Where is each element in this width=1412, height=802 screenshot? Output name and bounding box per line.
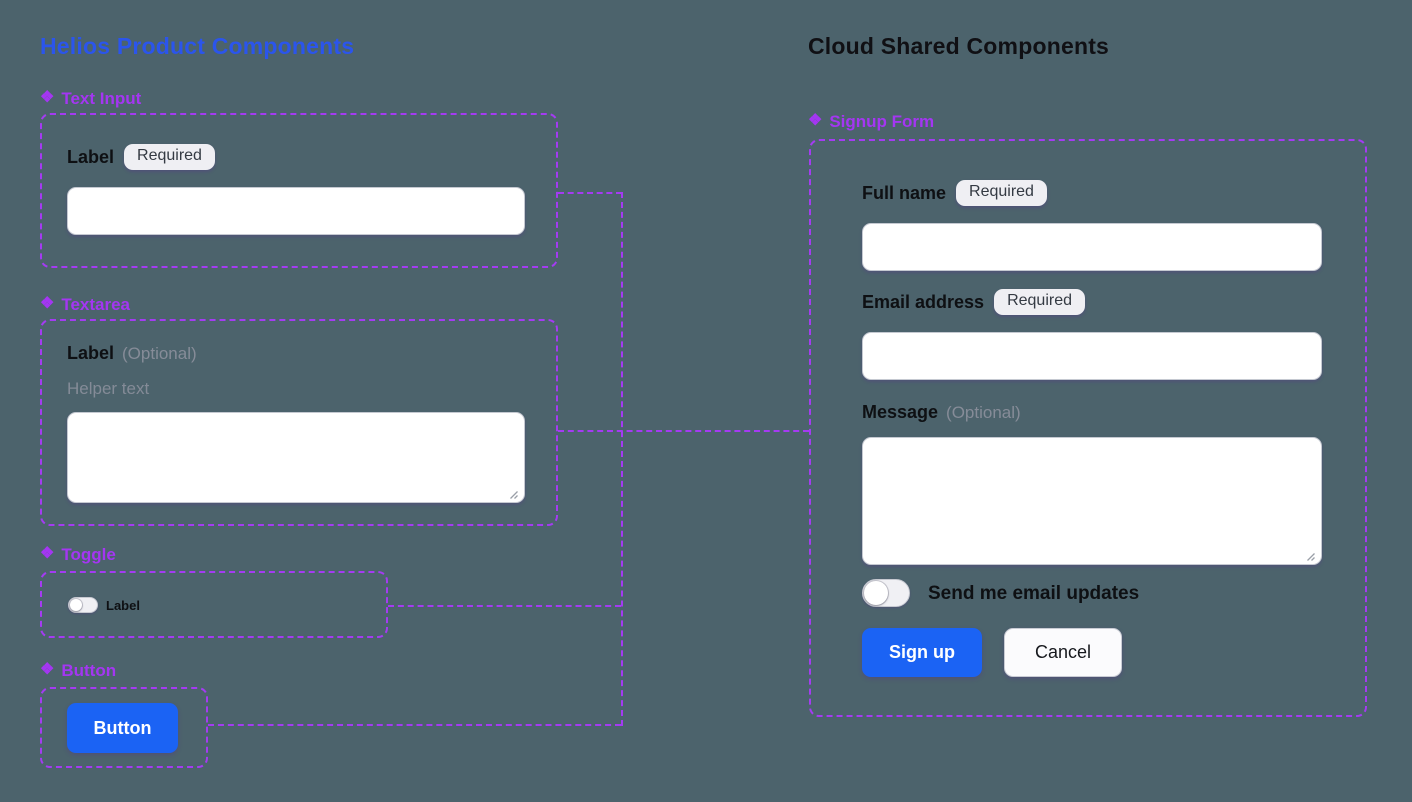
signup-button[interactable]: Sign up (862, 628, 982, 677)
textarea-label: Label (67, 343, 115, 363)
toggle-switch[interactable] (68, 597, 98, 613)
component-header-label: Signup Form (829, 112, 935, 131)
fullname-label-row: Full name Required (862, 180, 1047, 206)
email-updates-label: Send me email updates (928, 583, 1140, 604)
frame-signup-form (809, 139, 1367, 717)
component-header-signup-form: ❖ Signup Form (808, 112, 934, 132)
text-input-field[interactable] (67, 187, 525, 235)
email-label-row: Email address Required (862, 289, 1085, 315)
required-badge: Required (994, 289, 1085, 315)
message-textarea[interactable] (862, 437, 1322, 565)
component-header-label: Textarea (61, 295, 131, 314)
textarea-field[interactable] (67, 412, 525, 503)
component-header-button: ❖ Button (40, 661, 116, 681)
connector-trunk (621, 192, 623, 726)
textarea-label-row: Label (Optional) (67, 343, 197, 364)
fullname-input[interactable] (862, 223, 1322, 271)
component-diamond-icon: ❖ (40, 545, 55, 562)
toggle-knob (864, 581, 888, 605)
frame-toggle (40, 571, 388, 638)
component-header-label: Button (61, 661, 117, 680)
component-diamond-icon: ❖ (808, 112, 823, 129)
message-label: Message (862, 402, 939, 422)
toggle-knob (70, 599, 82, 611)
text-input-label: Label (67, 146, 115, 167)
text-input-label-row: Label Required (67, 144, 215, 170)
required-badge: Required (956, 180, 1047, 206)
frame-text-input (40, 113, 558, 268)
connector-textarea-to-form (558, 430, 809, 432)
connector-toggle (388, 605, 621, 607)
component-header-label: Toggle (61, 545, 116, 564)
required-badge: Required (124, 144, 215, 170)
component-diamond-icon: ❖ (40, 661, 55, 678)
component-header-textarea: ❖ Textarea (40, 295, 130, 315)
connector-text-input (558, 192, 622, 194)
email-label: Email address (862, 291, 985, 312)
component-diamond-icon: ❖ (40, 89, 55, 106)
toggle-label: Label (106, 598, 140, 613)
component-diamond-icon: ❖ (40, 295, 55, 312)
fullname-label: Full name (862, 182, 947, 203)
optional-tag: (Optional) (122, 343, 197, 363)
sample-button[interactable]: Button (67, 703, 178, 753)
email-updates-toggle[interactable] (862, 579, 910, 607)
optional-tag: (Optional) (946, 402, 1021, 422)
component-header-text-input: ❖ Text Input (40, 89, 141, 109)
frame-textarea (40, 319, 558, 526)
email-input[interactable] (862, 332, 1322, 380)
component-header-toggle: ❖ Toggle (40, 545, 116, 565)
component-header-label: Text Input (61, 89, 142, 108)
right-library-title: Cloud Shared Components (808, 33, 1110, 59)
cancel-button[interactable]: Cancel (1004, 628, 1122, 677)
frame-button (40, 687, 208, 768)
textarea-helper-text: Helper text (67, 379, 150, 398)
connector-button (208, 724, 621, 726)
left-library-title: Helios Product Components (40, 33, 355, 59)
message-label-row: Message (Optional) (862, 402, 1021, 423)
